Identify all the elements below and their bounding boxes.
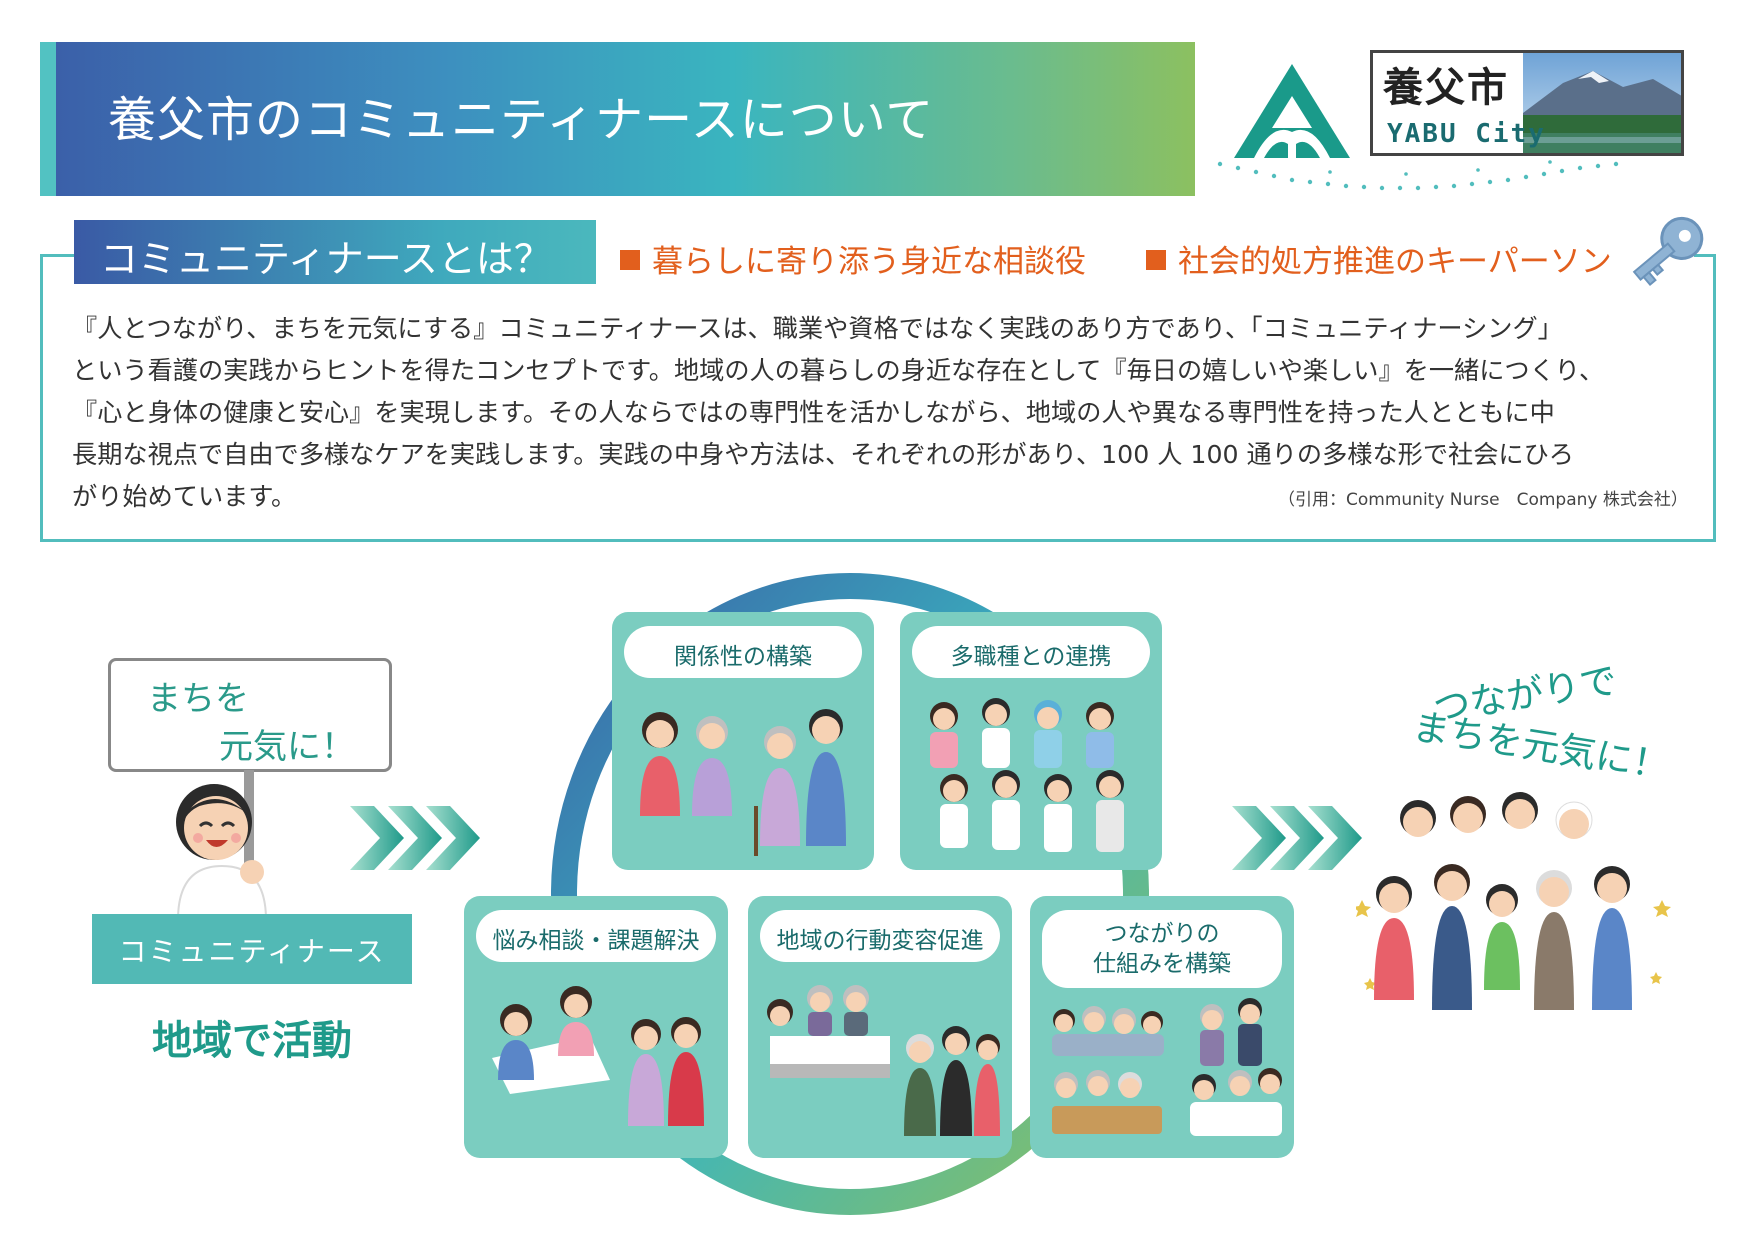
card-relationship: 関係性の構築 (612, 612, 874, 870)
card-consultation: 悩み相談・課題解決 (464, 896, 728, 1158)
community-nurse-label: コミュニティナース (92, 914, 412, 984)
page-title: 養父市のコミュニティナースについて (108, 92, 935, 148)
definition-line: 『人とつながり、まちを元気にする』コミュニティナースは、職業や資格ではなく実践の… (72, 314, 1563, 343)
logo-city-name: 養父市 (1383, 65, 1509, 111)
card-behavior-change-title: 地域の行動変容促進 (776, 928, 984, 954)
city-emblem-icon (1234, 64, 1350, 158)
definition-line: がり始めています。 (72, 482, 297, 511)
definition-box (40, 254, 1716, 542)
card-title-pill: つながりの 仕組みを構築 (1042, 910, 1282, 988)
people-illustration (640, 709, 846, 856)
definition-label-text: コミュニティナースとは？ (100, 237, 552, 281)
chevron-right-icon (1232, 806, 1362, 870)
activity-caption: 地域で活動 (152, 1018, 352, 1064)
key-icon (1632, 216, 1704, 287)
cycle-ring (551, 573, 1149, 1215)
card-connection-system: つながりの 仕組みを構築 (1030, 896, 1294, 1158)
definition-border-top-right (1694, 254, 1716, 257)
card-title-pill: 地域の行動変容促進 (760, 910, 1000, 962)
placard: まちを 元気に！ (108, 658, 392, 772)
consultation-illustration (492, 986, 704, 1126)
card-title-pill: 多職種との連携 (912, 626, 1150, 678)
card-title-pill: 関係性の構築 (624, 626, 862, 678)
card-connection-title-line-1: つながりの (1104, 921, 1220, 947)
card-behavior-change: 地域の行動変容促進 (748, 896, 1012, 1158)
orange-square-icon (620, 250, 640, 270)
logo-city-roman: YABU City (1387, 119, 1546, 149)
card-title-pill: 悩み相談・課題解決 (476, 910, 716, 962)
placard-line-1: まちを (147, 679, 249, 719)
card-multidisciplinary-title: 多職種との連携 (950, 644, 1112, 670)
tag-consultation-role: 暮らしに寄り添う身近な相談役 (620, 236, 1086, 281)
chevron-right-icon (350, 806, 480, 870)
community-gathering-illustration (1052, 998, 1282, 1136)
card-consultation-title: 悩み相談・課題解決 (492, 928, 700, 954)
townspeople-illustration (1356, 792, 1671, 1010)
header-banner (40, 42, 1195, 196)
definition-line: 長期な視点で自由で多様なケアを実践します。実践の中身や方法は、それぞれの形があり… (72, 440, 1574, 469)
definition-label: コミュニティナースとは？ (74, 220, 596, 284)
community-meeting-illustration (767, 985, 1000, 1136)
medical-staff-illustration (930, 698, 1124, 852)
orange-square-icon (1146, 250, 1166, 270)
tag-key-person: 社会的処方推進のキーパーソン (1146, 236, 1612, 281)
definition-line: という看護の実践からヒントを得たコンセプトです。地域の人の暮らしの身近な存在とし… (72, 356, 1605, 385)
definition-line: 『心と身体の健康と安心』を実現します。その人ならではの専門性を活かしながら、地域… (72, 398, 1555, 427)
city-logo: 養父市 YABU City (1370, 50, 1684, 156)
nurse-illustration (176, 770, 268, 920)
definition-border-top-left (40, 254, 74, 257)
mountain-lake-picture (1523, 53, 1681, 153)
placard-line-2: 元気に！ (219, 727, 355, 767)
decorative-dots (1217, 160, 1619, 191)
community-nurse-label-text: コミュニティナース (118, 935, 386, 968)
definition-text: 『人とつながり、まちを元気にする』コミュニティナースは、職業や資格ではなく実践の… (72, 308, 1684, 518)
card-multidisciplinary: 多職種との連携 (900, 612, 1162, 870)
header-accent-strip (40, 42, 56, 196)
card-relationship-title: 関係性の構築 (674, 644, 812, 670)
card-connection-title-line-2: 仕組みを構築 (1093, 951, 1231, 977)
citation: （引用：Community Nurse Company 株式会社） (1278, 490, 1688, 510)
